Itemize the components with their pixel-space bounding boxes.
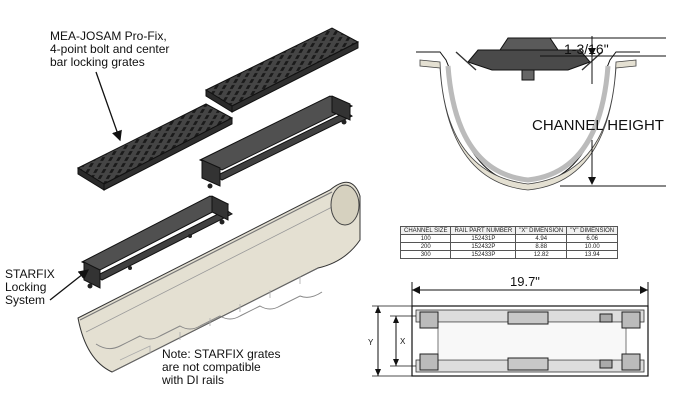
compatibility-note: Note: STARFIX grates are not compatible … (162, 348, 280, 387)
table-cell: 100 (399, 234, 452, 243)
plan-length-label: 19.7" (510, 274, 540, 289)
table-cell: 4.94 (515, 234, 568, 243)
table-header: "Y" DIMENSION (566, 226, 619, 235)
starfix-callout: STARFIX Locking System (5, 268, 55, 307)
starfix-callout-line: Locking (5, 280, 47, 294)
table-header: RAIL PART NUMBER (450, 226, 517, 235)
table-cell: 6.06 (566, 234, 619, 243)
plan-y-label: Y (368, 338, 374, 347)
table-cell: 152433P (450, 250, 517, 259)
channel-height-label: CHANNEL HEIGHT (532, 117, 664, 134)
grate-left (76, 103, 234, 191)
starfix-frame-left (80, 195, 233, 289)
grates-callout: MEA-JOSAM Pro-Fix, 4-point bolt and cent… (50, 30, 169, 69)
section-dimensions (530, 36, 666, 187)
table-cell: 10.00 (566, 242, 619, 251)
note-line: Note: STARFIX grates (162, 347, 281, 361)
grates-callout-line: 4-point bolt and center (50, 42, 170, 56)
table-cell: 300 (399, 250, 452, 259)
table-row: 200 152432P 8.88 10.00 (399, 242, 619, 251)
grate-right (204, 27, 360, 113)
grates-callout-line: bar locking grates (50, 55, 145, 69)
plan-x-label: X (400, 337, 406, 346)
table-cell: 13.94 (566, 250, 619, 259)
table-cell: 200 (399, 242, 452, 251)
trench-channel (77, 181, 361, 373)
note-line: are not compatible (162, 360, 261, 374)
table-row: 100 152431P 4.94 6.06 (399, 234, 619, 243)
channel-section (416, 37, 640, 191)
iso-assembly (49, 27, 361, 373)
table-cell: 152431P (450, 234, 517, 243)
table-header: "X" DIMENSION (515, 226, 568, 235)
starfix-leader (49, 269, 90, 301)
plan-view (372, 282, 649, 377)
table-header: CHANNEL SIZE (399, 226, 452, 235)
starfix-callout-line: STARFIX (5, 267, 55, 281)
grates-callout-line: MEA-JOSAM Pro-Fix, (50, 29, 167, 43)
rail-dimension-table: CHANNEL SIZE RAIL PART NUMBER "X" DIMENS… (399, 226, 619, 259)
table-cell: 12.82 (515, 250, 568, 259)
dimension-top-label: 1-3/16" (564, 41, 609, 57)
grate-leader (95, 71, 122, 142)
starfix-callout-line: System (5, 293, 46, 307)
starfix-frame-right (198, 95, 354, 189)
table-header-row: CHANNEL SIZE RAIL PART NUMBER "X" DIMENS… (399, 226, 619, 235)
table-row: 300 152433P 12.82 13.94 (399, 250, 619, 259)
note-line: with DI rails (162, 373, 225, 387)
table-cell: 8.88 (515, 242, 568, 251)
table-cell: 152432P (450, 242, 517, 251)
